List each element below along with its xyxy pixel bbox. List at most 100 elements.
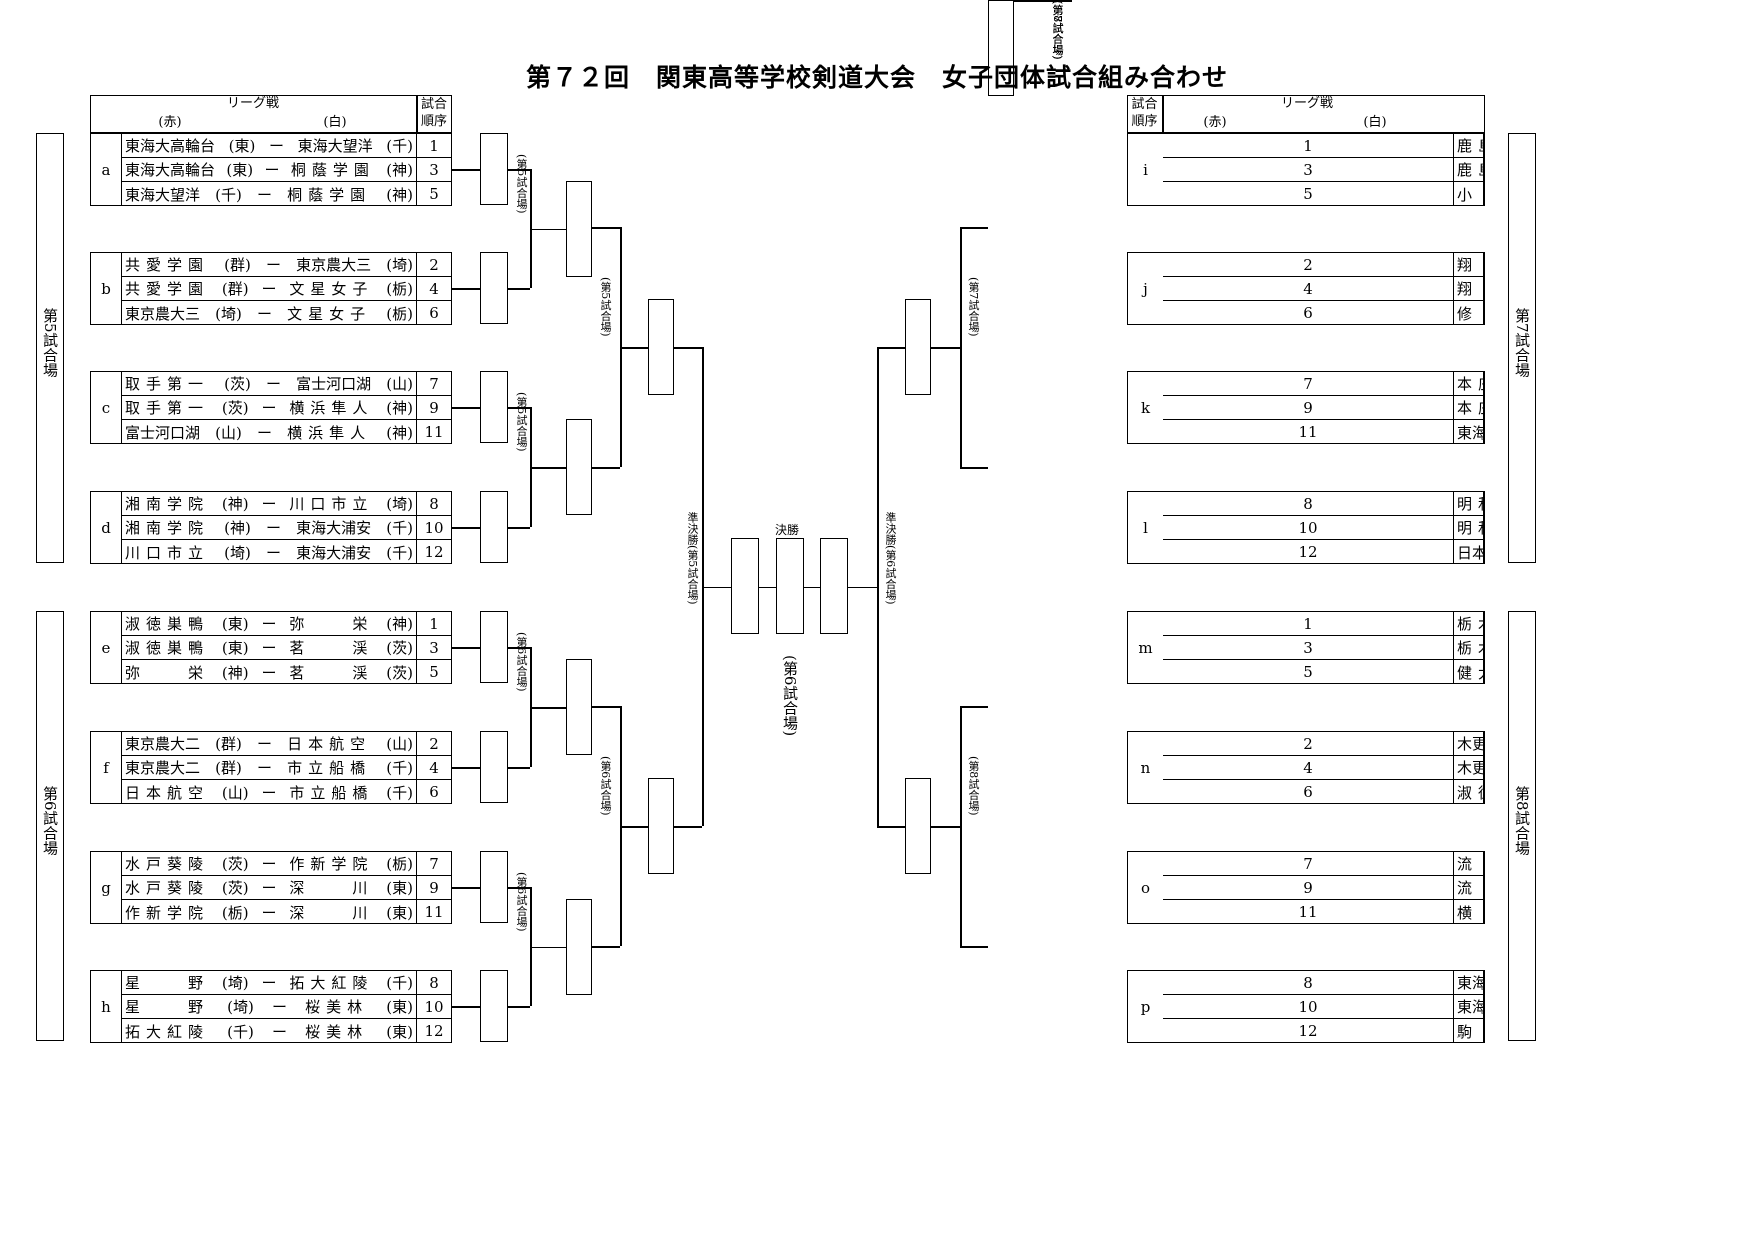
connector [452, 288, 480, 290]
match-row: 東海大望洋(千)ー桐蔭学園(神) [122, 182, 417, 206]
team-red: 水戸葵陵 [125, 855, 210, 873]
team-white-prefecture: (千) [386, 543, 413, 562]
bracket-line [804, 586, 820, 588]
group-id: e [91, 612, 122, 684]
team-white: 茗 渓 [289, 639, 374, 657]
team-white: 桐蔭学園 [287, 185, 372, 204]
team-white-prefecture: (千) [386, 137, 413, 155]
match-row: 日本航空(山)ー市立船橋(千) [122, 780, 417, 804]
header-league: リーグ戦 [1280, 96, 1333, 111]
group-id: j [1143, 280, 1148, 298]
team-red: 鹿島学園 [1457, 137, 1483, 155]
match-order: 9 [1163, 396, 1454, 420]
venue-paren: (第8試合場) [1051, 0, 1064, 60]
team-red-prefecture: (山) [221, 783, 249, 802]
bracket-line [508, 767, 530, 769]
team-red: 修 徳 [1457, 304, 1483, 323]
bracket-line [592, 467, 620, 469]
round3-box [905, 299, 931, 395]
team-red: 小 山 [1457, 185, 1483, 204]
match-row: 修 徳(東)ー光明相模原(神) [1454, 301, 1484, 325]
league-group-n: 2木更津総合(千)ー淑徳与野(埼)n4木更津総合(千)ー東海大菅生(東)6淑徳与… [1127, 731, 1485, 804]
group-id: c [91, 372, 122, 444]
team-red-prefecture: (群) [224, 256, 251, 274]
team-red: 淑徳巣鴨 [125, 639, 210, 657]
semifinal-box [731, 538, 759, 634]
team-red: 共愛学園 [125, 256, 210, 274]
bracket-line [508, 887, 530, 889]
venue-box [36, 133, 64, 563]
header-white: (白) [323, 115, 347, 130]
bracket-line [960, 706, 988, 708]
match-row: 星 野(埼)ー拓大紅陵(千) [122, 971, 417, 995]
venue-paren: (第8試合場) [1051, 0, 1064, 60]
team-white-prefecture: (埼) [386, 495, 413, 513]
group-id: o [1140, 879, 1151, 897]
bracket-line [848, 586, 877, 588]
team-red: 東京農大二 [125, 735, 201, 753]
team-white: 桐蔭学園 [290, 161, 375, 179]
team-red-prefecture: (群) [215, 759, 242, 777]
team-red-prefecture: (埼) [221, 974, 249, 992]
group-id: b [91, 253, 122, 325]
venue-paren: (第5試合場) [515, 392, 528, 452]
group-id: i [1143, 161, 1148, 179]
group-id: p [1140, 998, 1151, 1016]
match-row: 東京農大二(群)ー日本航空(山) [122, 732, 417, 756]
team-white: 市立船橋 [287, 759, 372, 777]
team-red-prefecture: (茨) [224, 375, 251, 393]
team-white-prefecture: (茨) [386, 663, 413, 682]
team-red: 明和県央 [1457, 495, 1483, 513]
vs-dash: ー [256, 759, 272, 777]
vs-dash: ー [271, 1022, 287, 1041]
round1-box [480, 371, 508, 443]
match-row: 小 山(栃)ー蕨(埼) [1454, 182, 1484, 206]
team-white: 東海大浦安 [296, 519, 372, 537]
connector [452, 647, 480, 649]
team-red: 流 山 南 [1457, 879, 1483, 897]
team-red: 淑徳与野 [1457, 783, 1483, 802]
match-row: 取手第一(茨)ー横浜隼人(神) [122, 396, 417, 420]
team-white: 市立船橋 [289, 783, 374, 802]
team-white-prefecture: (山) [386, 735, 413, 753]
team-red-prefecture: (千) [215, 185, 242, 204]
venue-paren: (第5試合場) [515, 153, 528, 214]
team-white-prefecture: (栃) [386, 280, 413, 298]
connector [452, 169, 480, 171]
team-red-prefecture: (茨) [221, 399, 249, 417]
match-order: 2 [417, 732, 451, 756]
team-red: 東海大高輪台 [125, 161, 216, 179]
team-red: 淑徳巣鴨 [125, 615, 210, 633]
bracket-line [508, 288, 530, 290]
header-red: (赤) [158, 115, 182, 130]
round2-box [566, 898, 592, 995]
team-red: 流 山 南 [1457, 855, 1483, 873]
team-red-prefecture: (栃) [221, 903, 249, 922]
match-row: 東海大甲府(山)ー駒 大 高(東) [1454, 971, 1484, 995]
team-white-prefecture: (千) [386, 759, 413, 777]
vs-dash: ー [256, 735, 272, 753]
team-white-prefecture: (千) [386, 783, 413, 802]
team-red: 横 浜 [1457, 903, 1483, 922]
match-order: 4 [1163, 277, 1454, 301]
team-red-prefecture: (茨) [221, 855, 249, 873]
match-row: 共愛学園(群)ー文星女子(栃) [122, 277, 417, 301]
team-white: 拓大紅陵 [289, 974, 374, 992]
team-red-prefecture: (東) [226, 161, 254, 179]
match-row: 淑徳巣鴨(東)ー茗 渓(茨) [122, 636, 417, 660]
group-id: d [91, 492, 122, 564]
team-white-prefecture: (神) [386, 615, 413, 633]
group-id: a [91, 134, 122, 206]
connector [452, 527, 480, 529]
venue-box [1508, 611, 1536, 1041]
team-red-prefecture: (埼) [215, 304, 242, 323]
match-order: 1 [1163, 612, 1454, 636]
venue-paren: (第6試合場) [515, 871, 528, 932]
round2-box [566, 659, 592, 755]
header-divider [1162, 95, 1164, 133]
vs-dash: ー [261, 639, 277, 657]
venue-paren: (第6試合場) [599, 756, 612, 816]
round1-box [480, 970, 508, 1042]
match-order: 5 [1163, 660, 1454, 684]
team-red-prefecture: (茨) [221, 879, 249, 897]
